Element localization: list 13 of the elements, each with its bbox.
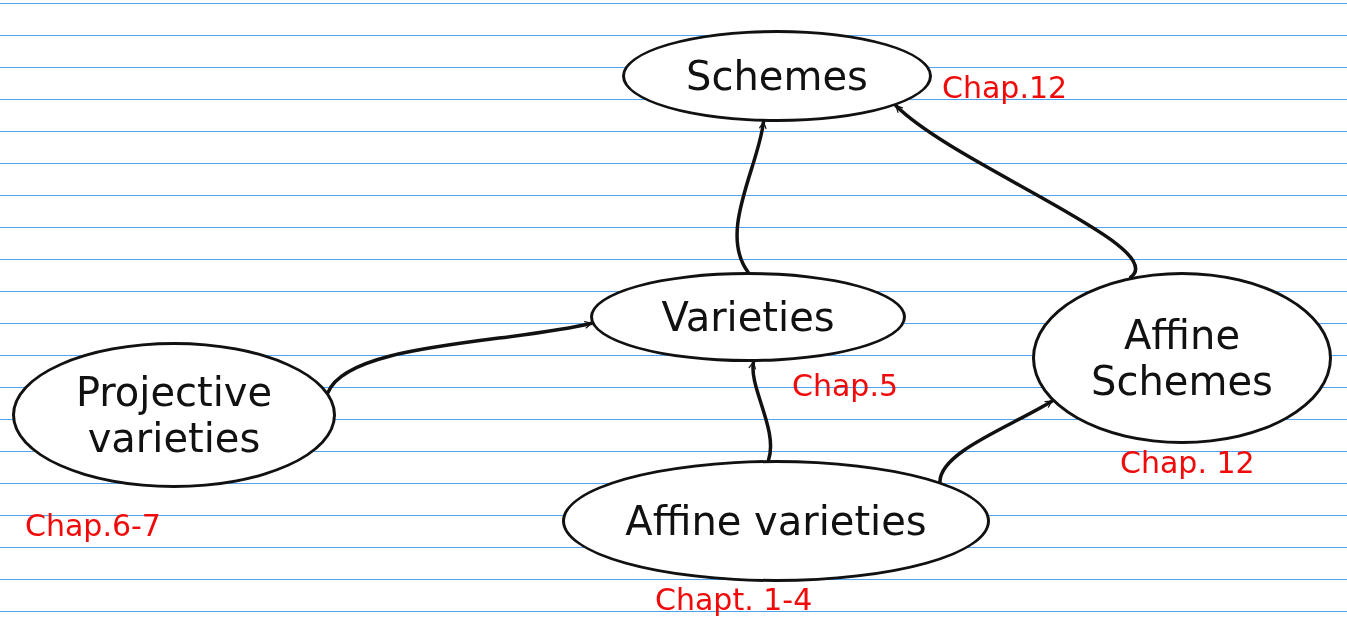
node-label: Affine varieties xyxy=(625,498,927,544)
node-label: Projective varieties xyxy=(74,369,274,461)
arrow xyxy=(938,399,1054,484)
chapter-note: Chapt. 1-4 xyxy=(655,582,813,617)
chapter-note: Chap. 12 xyxy=(1120,445,1255,480)
node-label: Schemes xyxy=(686,53,868,99)
node-label: Affine Schemes xyxy=(1090,312,1274,404)
arrow xyxy=(749,360,773,462)
node-label: Varieties xyxy=(661,294,835,340)
arrow xyxy=(894,103,1138,279)
chapter-note: Chap.12 xyxy=(942,70,1068,105)
arrow xyxy=(735,120,767,274)
chapter-note: Chap.6-7 xyxy=(25,508,161,543)
